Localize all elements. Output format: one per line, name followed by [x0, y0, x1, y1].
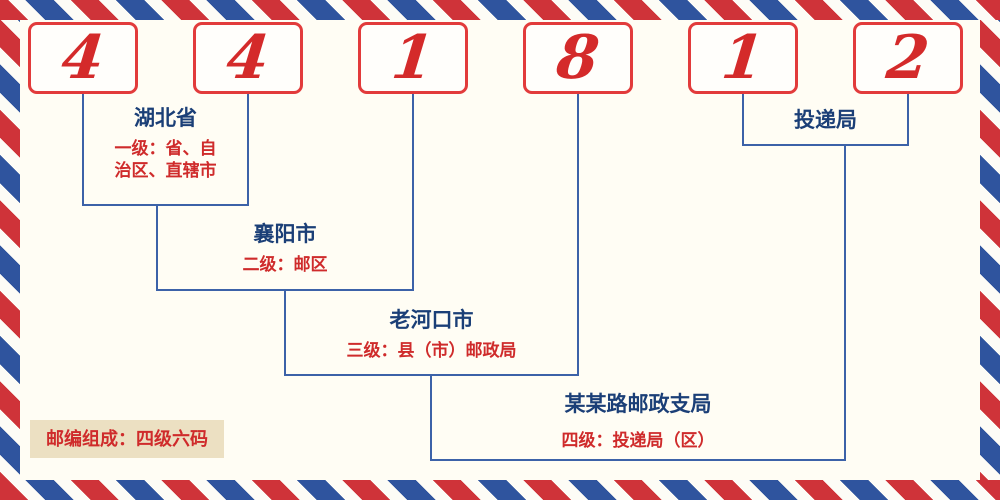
- digit-box-3: 1: [358, 22, 468, 94]
- airmail-border-right: [980, 0, 1000, 500]
- bracket-level2: [156, 289, 414, 291]
- connector-line-level2-to-level3: [284, 291, 286, 376]
- digit-3: 1: [388, 23, 438, 93]
- connector-line-delivery-to-level4: [844, 146, 846, 461]
- connector-line-digit2: [247, 94, 249, 206]
- digit-2: 4: [223, 23, 273, 93]
- level1-desc-line2: 治区、直辖市: [114, 161, 217, 180]
- level3-desc: 三级：县（市）邮政局: [346, 341, 517, 360]
- digit-box-4: 8: [523, 22, 633, 94]
- level1-name: 湖北省: [134, 107, 197, 130]
- level2-label-block: 襄阳市 二级：邮区: [156, 222, 414, 276]
- connector-line-digit1: [82, 94, 84, 206]
- airmail-border-bottom: [0, 480, 1000, 500]
- level1-desc-line1: 一级：省、自: [114, 139, 217, 158]
- digit-box-5: 1: [688, 22, 798, 94]
- bracket-level1: [82, 204, 249, 206]
- connector-line-digit6: [907, 94, 909, 146]
- connector-line-digit5: [742, 94, 744, 146]
- bracket-delivery: [742, 144, 909, 146]
- level4-name: 某某路邮政支局: [564, 393, 712, 416]
- digit-box-6: 2: [853, 22, 963, 94]
- digit-4: 8: [553, 23, 603, 93]
- level4-desc: 四级：投递局（区）: [561, 431, 715, 450]
- connector-line-digit4: [577, 94, 579, 376]
- airmail-border-top: [0, 0, 1000, 20]
- digit-5: 1: [718, 23, 768, 93]
- digit-6: 2: [883, 23, 933, 93]
- digit-1: 4: [58, 23, 108, 93]
- digit-box-2: 4: [193, 22, 303, 94]
- airmail-border-left: [0, 0, 20, 500]
- connector-line-level1-to-level2: [156, 206, 158, 291]
- level3-label-block: 老河口市 三级：县（市）邮政局: [284, 308, 579, 362]
- bracket-level4: [430, 459, 846, 461]
- digit-box-1: 4: [28, 22, 138, 94]
- bracket-level3: [284, 374, 579, 376]
- level3-name: 老河口市: [389, 309, 474, 332]
- composition-badge: 邮编组成：四级六码: [30, 420, 224, 458]
- delivery-name: 投递局: [794, 109, 857, 132]
- connector-line-level3-to-level4: [430, 376, 432, 461]
- level2-name: 襄阳市: [253, 223, 317, 246]
- level2-desc: 二级：邮区: [242, 255, 328, 274]
- delivery-label-block: 投递局: [742, 108, 909, 140]
- level4-label-block: 某某路邮政支局 四级：投递局（区）: [430, 392, 846, 452]
- connector-line-digit3: [412, 94, 414, 291]
- level1-label-block: 湖北省 一级：省、自 治区、直辖市: [82, 106, 249, 182]
